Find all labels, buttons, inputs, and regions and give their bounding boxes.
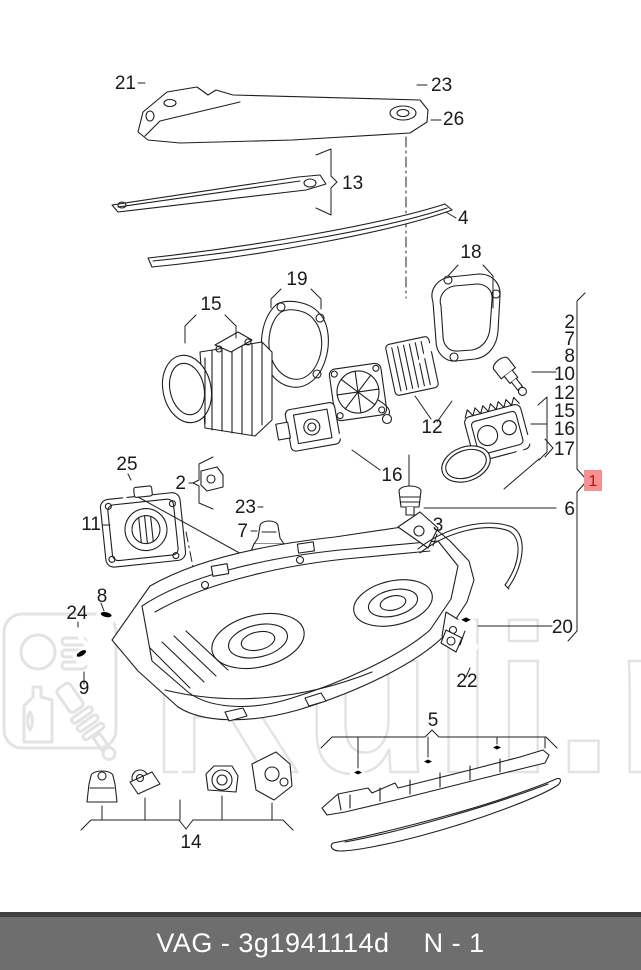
- bracket-13: [315, 148, 338, 216]
- callout-24: 24: [66, 603, 88, 624]
- callout-22: 22: [456, 671, 477, 692]
- callout-2-left: 2: [175, 473, 186, 494]
- part-bulb-10: [492, 356, 528, 396]
- callout-10: 10: [554, 364, 575, 385]
- part-grommet-8: [93, 608, 117, 630]
- highlight-box: [584, 470, 602, 491]
- callout-6: 6: [564, 499, 575, 520]
- callout-8-col: 8: [564, 346, 575, 367]
- bracket-2: [188, 456, 214, 510]
- part-headlight-assembly: [111, 511, 475, 722]
- part-grommet-6: [398, 485, 422, 516]
- bracket-15: [184, 314, 237, 344]
- part-fan: [328, 362, 388, 422]
- callout-16-mid: 16: [381, 465, 402, 486]
- callout-15-col: 15: [554, 401, 575, 422]
- callout-16-col: 16: [554, 419, 575, 440]
- leader-4: [445, 211, 457, 219]
- highlighted-callout-1: 1: [584, 470, 602, 491]
- callout-23-top: 23: [431, 75, 452, 96]
- callout-3: 3: [433, 515, 444, 536]
- screw-23-top: [404, 65, 416, 96]
- part-chrome-strip-5: [330, 777, 561, 852]
- callout-14: 14: [180, 832, 202, 853]
- callout-17: 17: [554, 439, 575, 460]
- callout-19: 19: [286, 269, 307, 290]
- callout-13: 13: [342, 173, 363, 194]
- part-seal-3: [417, 522, 523, 590]
- callout-25: 25: [116, 454, 137, 475]
- part-cluster-14: [86, 751, 293, 803]
- leader-12-left: [414, 395, 453, 423]
- leader-3: [432, 533, 438, 547]
- screw-23-mid: [262, 479, 274, 510]
- catalog-number: VAG - 3g1941114d: [156, 928, 390, 958]
- fan-connector: [381, 413, 393, 425]
- leaders-top: [137, 82, 442, 121]
- callout-20: 20: [552, 617, 573, 638]
- blob-icon: [19, 633, 57, 671]
- nut-13: [295, 200, 315, 216]
- callout-18: 18: [460, 242, 481, 263]
- part-tab-22: [440, 629, 463, 653]
- callout-12-col: 12: [554, 383, 575, 404]
- callout-7-mid: 7: [237, 521, 248, 542]
- bracket-5: [320, 729, 558, 769]
- part-carrier-strip-5: [321, 749, 550, 816]
- leader-8-9-24: [77, 602, 105, 685]
- callout-21: 21: [115, 73, 136, 94]
- part-cover-18: [431, 273, 501, 362]
- leader-17: [503, 458, 540, 490]
- callout-4: 4: [458, 208, 469, 229]
- part-oval-gasket-inner: [445, 448, 487, 480]
- part-heatsink-12: [385, 336, 439, 396]
- callout-5: 5: [428, 710, 439, 731]
- leader-16: [351, 449, 410, 492]
- callout-7-col: 7: [564, 329, 575, 350]
- exploded-parts-diagram: Ruli.ru: [2, 65, 641, 853]
- drawing: 21 23 26 13 4 19 15 18 2 7 8 10 12 15 16…: [66, 65, 586, 853]
- catalog-footer-bar: VAG - 3g1941114d N - 1: [0, 912, 641, 970]
- page-number: N - 1: [423, 928, 485, 958]
- callout-1: 1: [589, 473, 598, 490]
- callout-23-mid: 23: [235, 497, 256, 518]
- bracket-18: [447, 264, 494, 309]
- part-projector-15: [161, 331, 273, 437]
- callout-11: 11: [81, 514, 101, 535]
- part-strip-13: [111, 174, 327, 213]
- bracket-15-16-17: [530, 396, 548, 461]
- bolt-2: [206, 492, 214, 514]
- callout-8-mid: 8: [97, 586, 108, 607]
- part-control-module-11: [99, 485, 187, 568]
- part-trim-strip-4: [147, 203, 453, 268]
- shock-absorber-icon: [55, 681, 117, 762]
- bracket-17-notch: [544, 438, 554, 458]
- bracket-19: [270, 288, 322, 310]
- callout-26: 26: [443, 109, 464, 130]
- callout-9: 9: [79, 678, 90, 699]
- main-bracket: [567, 292, 586, 642]
- bracket-14: [80, 795, 294, 831]
- part-bracket-2: [200, 466, 224, 492]
- screw-2: [203, 444, 213, 468]
- part-bracket-plate-26: [137, 86, 429, 144]
- callout-15-top: 15: [200, 294, 221, 315]
- callout-2-col: 2: [564, 312, 575, 333]
- oil-can-icon: [22, 685, 54, 744]
- leader-22: [465, 667, 471, 678]
- screw-13: [301, 143, 313, 173]
- callout-12-mid: 12: [421, 417, 442, 438]
- ruli-logo-frame: [2, 612, 118, 750]
- part-led-module-16: [275, 402, 341, 452]
